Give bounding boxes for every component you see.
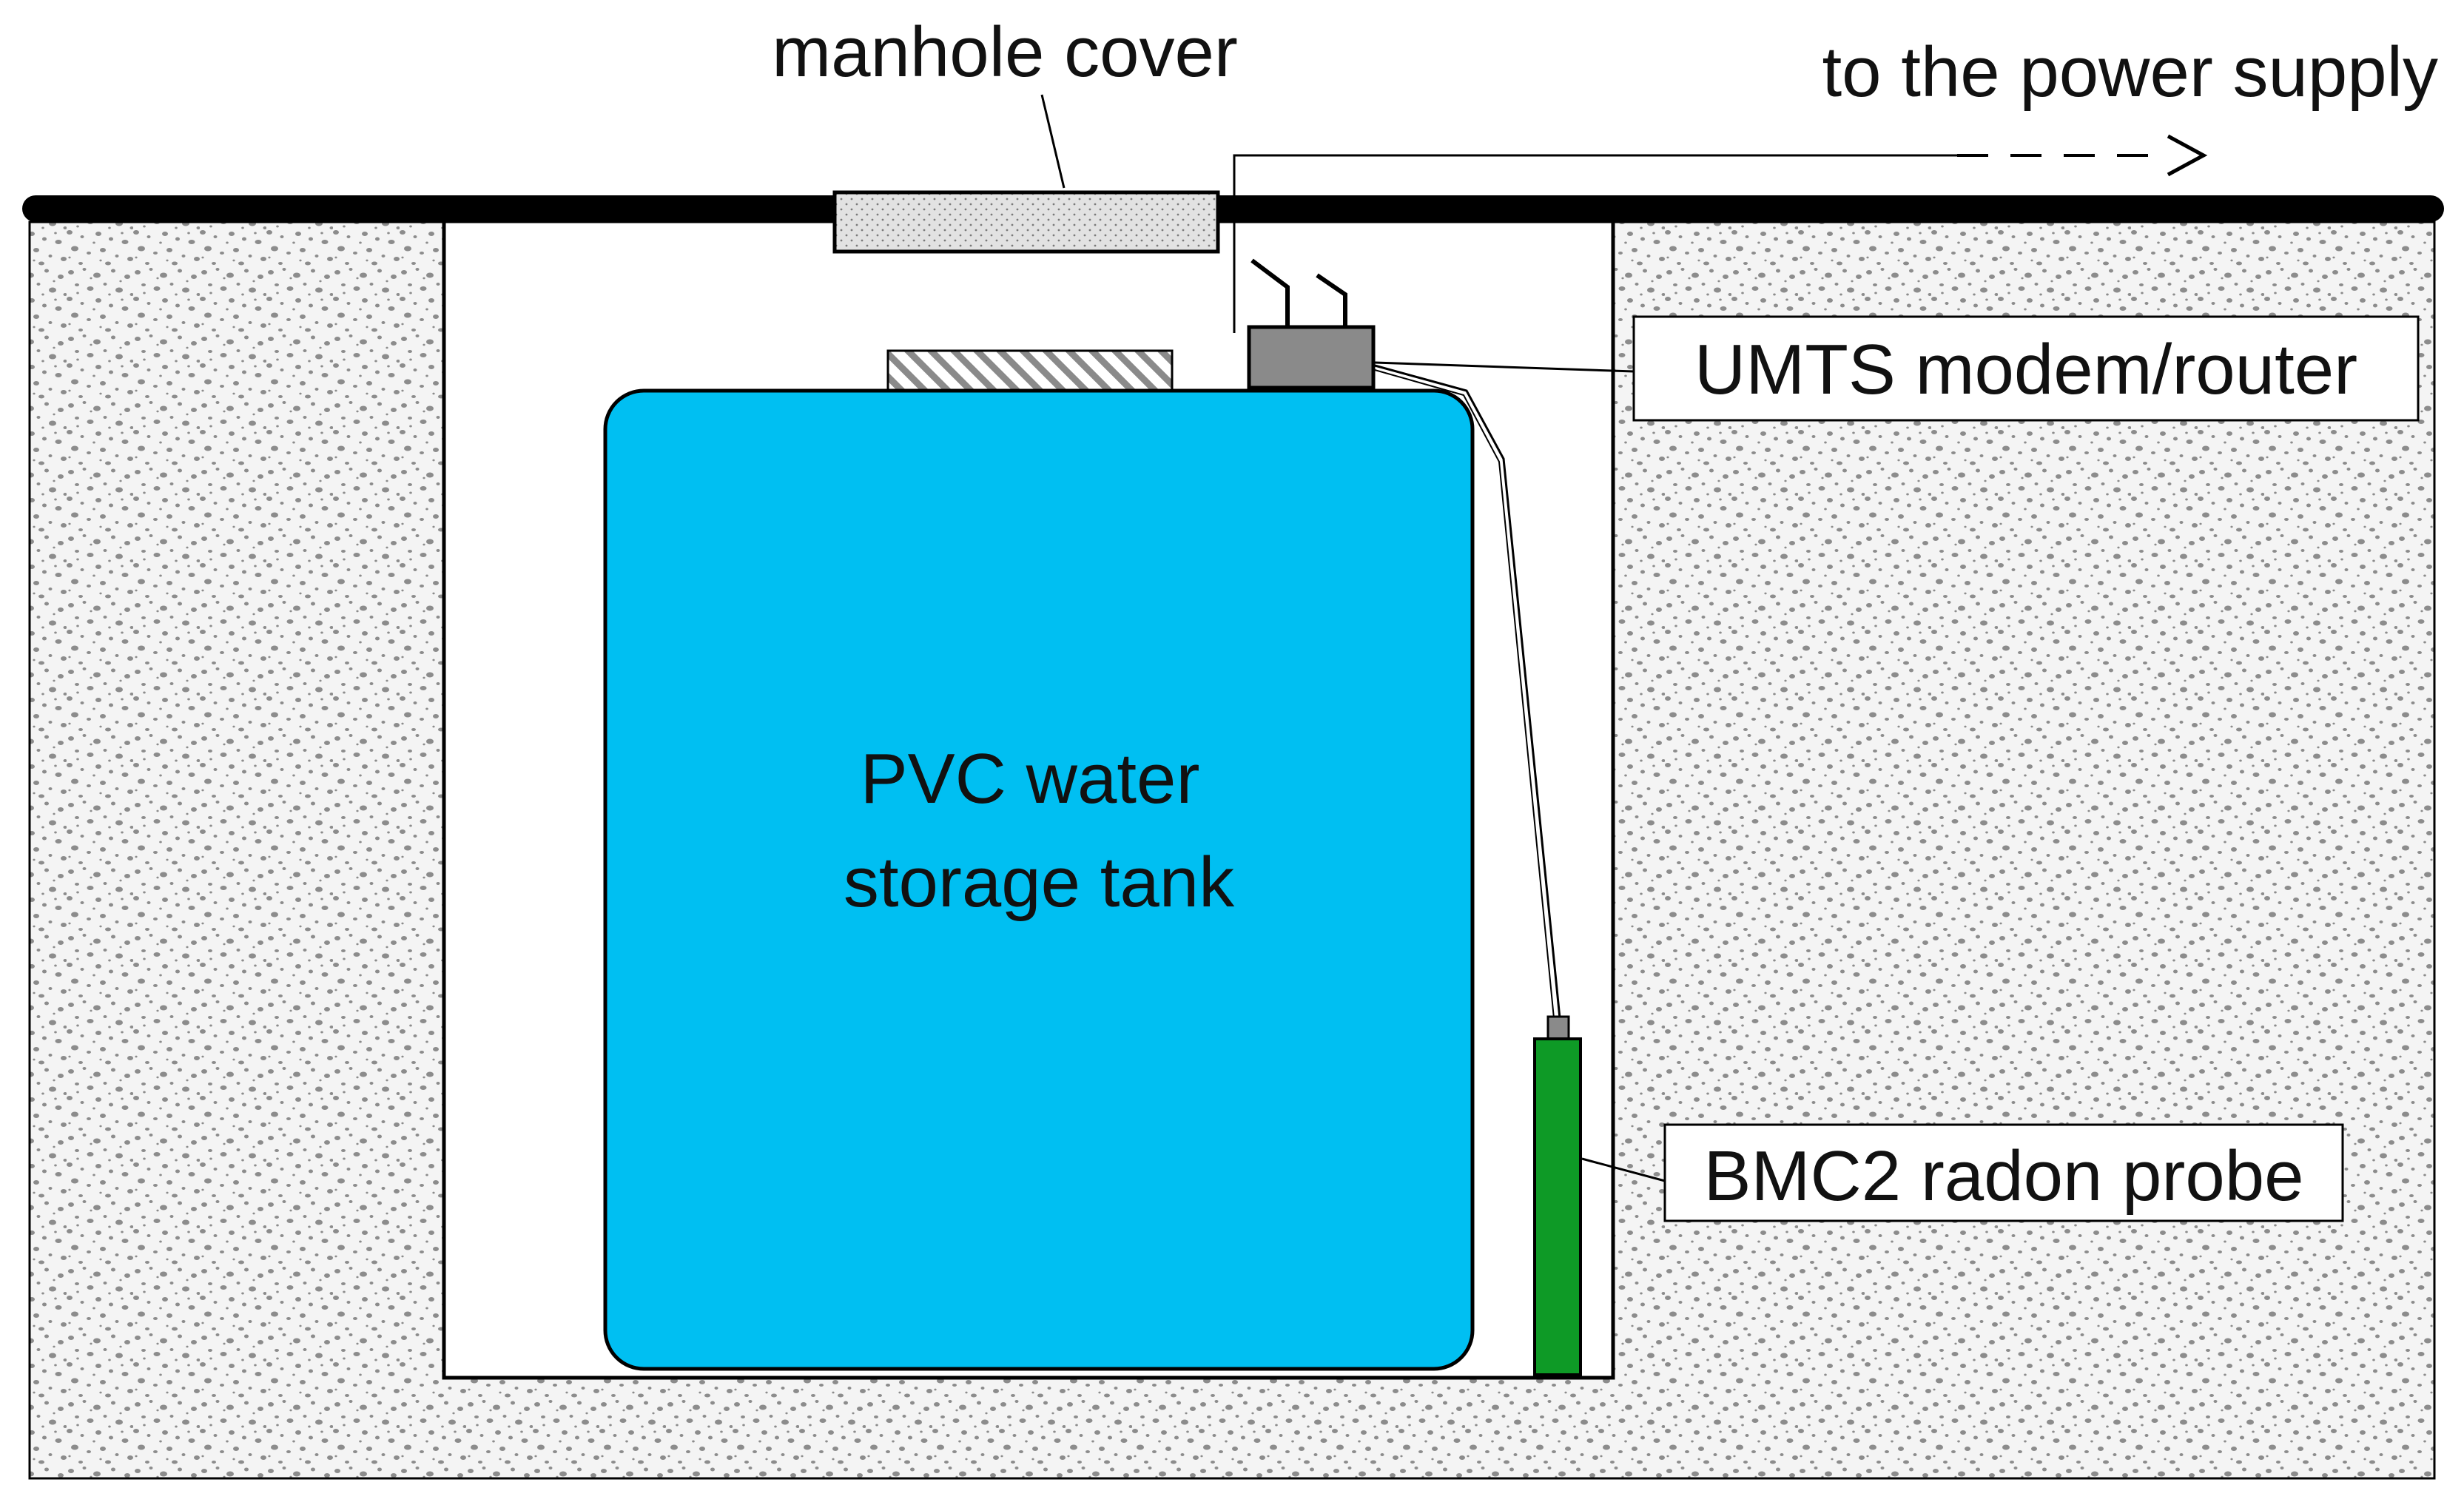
- probe-leader: [1581, 1157, 1666, 1182]
- tank-lid: [886, 349, 1174, 394]
- tank-label-line1: PVC water: [861, 739, 1200, 818]
- pit-outline: [442, 215, 1615, 1380]
- probe-label-box: [1663, 1123, 2344, 1222]
- modem-leader: [1374, 361, 1635, 373]
- manhole-cover-label: manhole cover: [772, 13, 1238, 92]
- modem-antenna-right: [1316, 273, 1347, 327]
- modem-label-box: [1632, 315, 2420, 422]
- manhole-cover-leader: [1040, 94, 1066, 189]
- manhole-cover: [832, 190, 1220, 254]
- radon-probe: [1533, 1037, 1582, 1376]
- power-supply-line: [1233, 154, 1957, 333]
- probe-label: BMC2 radon probe: [1703, 1137, 2303, 1216]
- umts-modem: [1247, 325, 1376, 390]
- power-supply-label: to the power supply: [1822, 33, 2439, 112]
- tank-label-line2: storage tank: [844, 843, 1235, 922]
- modem-label: UMTS modem/router: [1694, 330, 2357, 409]
- modem-antenna-left: [1250, 258, 1290, 327]
- probe-cable: [1374, 364, 1561, 1019]
- power-supply-arrow-icon: [2167, 134, 2208, 177]
- probe-cable-outline: [1374, 369, 1555, 1019]
- pvc-water-tank: [603, 388, 1475, 1371]
